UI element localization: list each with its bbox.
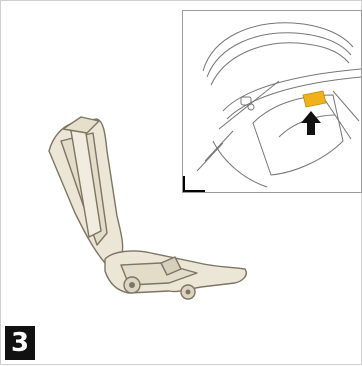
release-tab-highlight xyxy=(303,91,326,107)
inset-corner-mark xyxy=(183,176,205,192)
detail-inset xyxy=(182,10,362,193)
stroller-closeup-illustration xyxy=(183,11,361,192)
up-arrow-icon xyxy=(301,111,321,135)
step-number-badge: 3 xyxy=(5,326,35,360)
